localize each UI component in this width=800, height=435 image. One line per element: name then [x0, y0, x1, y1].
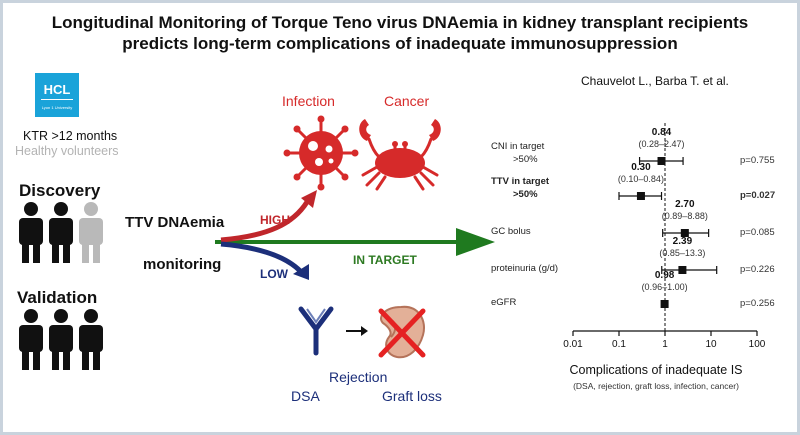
- estimate-point: [660, 300, 669, 308]
- estimate-label: 2.70: [675, 199, 695, 210]
- x-tick-label: 0.1: [612, 339, 626, 350]
- ci-label: (0.10–0.84): [617, 174, 664, 184]
- row-label: GC bolus: [491, 226, 531, 237]
- person-icon-healthy: [79, 202, 103, 263]
- p-value: p=0.027: [740, 190, 776, 201]
- estimate-point: [678, 266, 687, 274]
- row-label: proteinuria (g/d): [491, 263, 559, 274]
- ktr-label: KTR >12 months: [23, 129, 118, 143]
- kidney-graft-loss-icon: [378, 305, 426, 359]
- person-icon: [19, 202, 43, 263]
- ci-label: (0.89–8.88): [661, 211, 708, 221]
- x-tick-label: 100: [748, 339, 766, 350]
- low-arrow: [220, 241, 305, 276]
- person-icon: [49, 309, 73, 370]
- antibody-icon: [298, 306, 334, 356]
- p-value: p=0.226: [740, 264, 775, 275]
- dsa-label: DSA: [291, 388, 320, 404]
- row-label-threshold: >50%: [513, 154, 538, 165]
- logo-text: HCL: [43, 82, 71, 97]
- row-label: TTV in target: [491, 176, 550, 187]
- person-icon: [19, 309, 43, 370]
- monitoring-label: monitoring: [143, 256, 222, 273]
- estimate-point: [657, 157, 666, 165]
- estimate-point: [636, 192, 645, 200]
- ci-label: (0.96–1.00): [641, 282, 688, 292]
- p-value: p=0.085: [740, 227, 775, 238]
- ttv-dnaemia-label: TTV DNAemia: [125, 214, 225, 231]
- healthy-volunteers-label: Healthy volunteers: [15, 144, 119, 158]
- validation-label: Validation: [17, 288, 98, 307]
- p-value: p=0.256: [740, 298, 775, 309]
- p-value: p=0.755: [740, 155, 775, 166]
- discovery-label: Discovery: [19, 181, 101, 200]
- infection-label: Infection: [282, 93, 335, 109]
- discovery-cohort-icons: [19, 202, 103, 263]
- in-target-label: IN TARGET: [353, 253, 417, 267]
- crab-icon: [359, 119, 441, 191]
- person-icon: [79, 309, 103, 370]
- estimate-label: 0.84: [651, 127, 672, 138]
- graft-loss-label: Graft loss: [382, 388, 442, 404]
- low-label: LOW: [260, 267, 288, 281]
- person-icon: [49, 202, 73, 263]
- ci-label: (0.28–2.47): [638, 139, 685, 149]
- high-arrow: [220, 200, 310, 243]
- in-target-arrow: [215, 228, 495, 256]
- cancer-label: Cancer: [384, 93, 430, 109]
- row-label: CNI in target: [491, 141, 545, 152]
- ci-label: (0.85–13.3): [659, 248, 706, 258]
- validation-cohort-icons: [19, 309, 103, 370]
- estimate-label: 0.30: [631, 162, 651, 173]
- x-tick-label: 10: [705, 339, 717, 350]
- forest-plot-marks: [572, 123, 758, 336]
- logo-subtext: Lyon 1 University: [41, 105, 73, 110]
- authors: Chauvelot L., Barba T. et al.: [581, 74, 729, 88]
- hcl-logo: HCL Lyon 1 University: [35, 73, 79, 117]
- row-label-threshold: >50%: [513, 189, 538, 200]
- x-axis-label: Complications of inadequate IS: [569, 363, 743, 377]
- x-tick-label: 0.01: [563, 339, 583, 350]
- row-label: eGFR: [491, 297, 517, 308]
- estimate-label: 2.39: [672, 236, 693, 247]
- x-tick-label: 1: [662, 339, 668, 350]
- virus-icon: [283, 115, 359, 191]
- title-line-1: Longitudinal Monitoring of Torque Teno v…: [51, 13, 749, 32]
- forest-plot: 0.01 0.1 1 10 100 0.84(0.28–2.47) CNI in targe…: [3, 3, 797, 432]
- x-axis-sublabel: (DSA, rejection, graft loss, infection, …: [573, 381, 739, 391]
- title-line-2: predicts long-term complications of inad…: [122, 34, 678, 53]
- estimate-label: 0.98: [654, 270, 675, 281]
- trajectory-arrows: [215, 190, 495, 280]
- estimate-point: [680, 229, 689, 237]
- rejection-label: Rejection: [329, 369, 388, 385]
- arrow-right-icon: [346, 326, 368, 336]
- high-label: HIGH: [260, 213, 290, 227]
